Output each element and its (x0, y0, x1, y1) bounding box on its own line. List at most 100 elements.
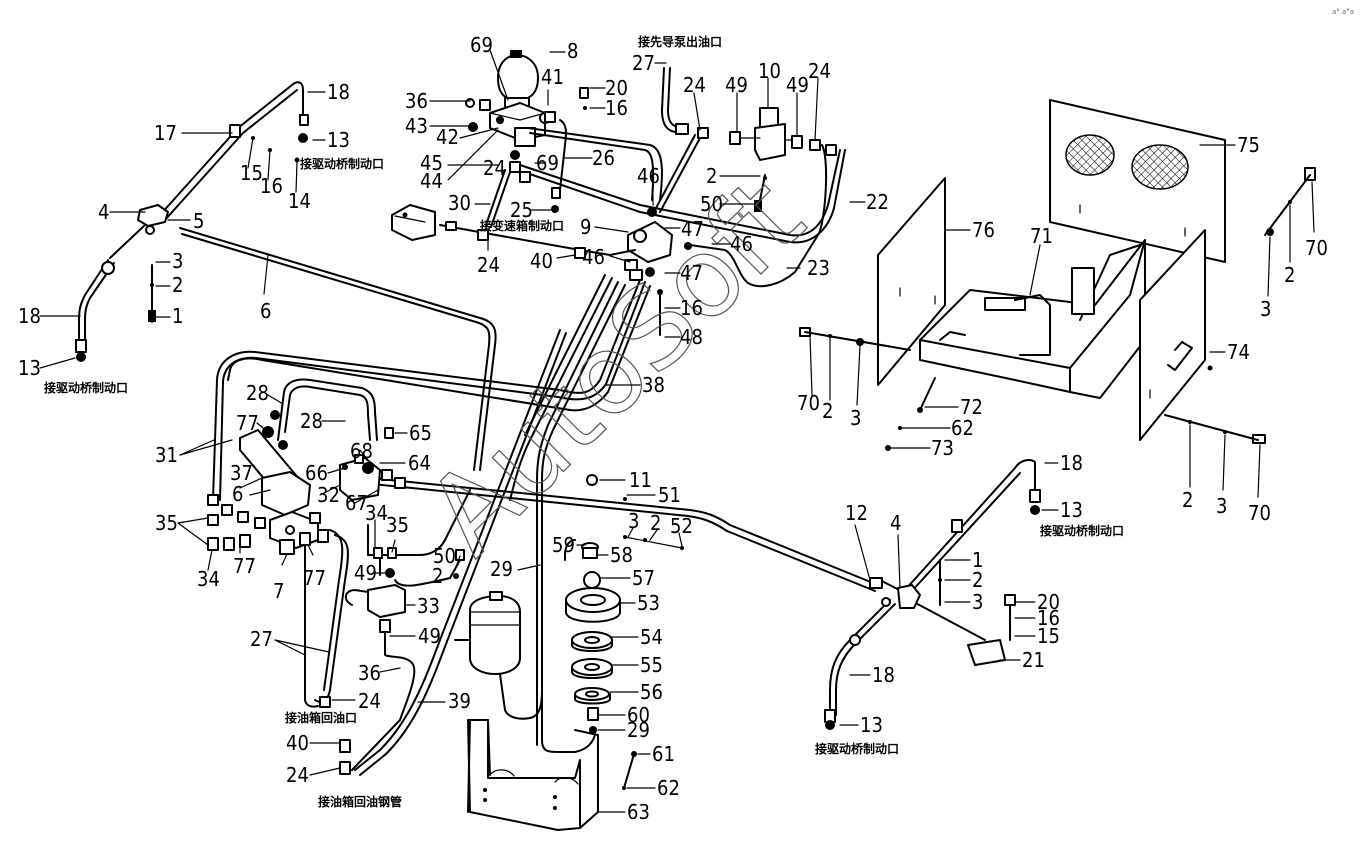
annotation-drive-axle-brake-bottom: 接驱动桥制动口 (815, 741, 899, 756)
part-label: 6 (260, 299, 271, 323)
part-label: 59 (552, 533, 575, 557)
annotation-pilot-pump-outlet: 接先导泵出油口 (638, 34, 722, 49)
part-label: 26 (592, 146, 615, 170)
part-label: 13 (327, 128, 350, 152)
part-label: 6 (232, 482, 243, 506)
part-label: 2 (972, 568, 983, 592)
part-label: 44 (420, 169, 443, 193)
part-label: 1 (972, 548, 983, 572)
part-label: 2 (1182, 488, 1193, 512)
part-label: 49 (354, 561, 377, 585)
part-label: 58 (610, 543, 633, 567)
part-label: 27 (632, 51, 655, 75)
part-label: 64 (408, 451, 431, 475)
part-25 (551, 205, 559, 213)
part-label: 9 (580, 215, 591, 239)
part-label: 16 (1037, 606, 1060, 630)
part-label: 68 (350, 439, 373, 463)
part-label: 2 (1284, 263, 1295, 287)
accumulator-8 (497, 50, 539, 109)
part-label: 8 (567, 39, 578, 63)
part-label: 69 (536, 151, 559, 175)
part-label: 54 (640, 625, 663, 649)
part-label: 51 (658, 483, 681, 507)
part-label: 37 (230, 461, 253, 485)
part-label: 2 (822, 399, 833, 423)
solenoid-valve (391, 204, 436, 241)
part-label: 69 (470, 33, 493, 57)
pipe-network (78, 67, 1036, 776)
part-label: 50 (700, 192, 723, 216)
part-label: 60 (627, 703, 650, 727)
part-label: 3 (850, 406, 861, 430)
part-label: 65 (409, 421, 432, 445)
part-label: 57 (632, 566, 655, 590)
part-label: 3 (1216, 494, 1227, 518)
side-panel-76 (877, 177, 946, 386)
part-label: 10 (758, 59, 781, 83)
accumulator-tank (454, 591, 521, 675)
part-label: 45 (420, 151, 443, 175)
part-label: 2 (432, 564, 443, 588)
part-label: 40 (286, 731, 309, 755)
filter-stack (565, 542, 621, 705)
fittings (75, 87, 1316, 790)
part-label: 11 (629, 468, 652, 492)
annotation-drive-axle-brake-top: 接驱动桥制动口 (300, 156, 384, 171)
part-label: 46 (637, 164, 660, 188)
annotation-tank-return: 接油箱回油口 (285, 710, 357, 725)
part-label: 77 (303, 566, 326, 590)
part-label: 35 (386, 513, 409, 537)
part-label: 3 (972, 590, 983, 614)
part-label: 75 (1237, 133, 1260, 157)
part-label: 24 (483, 156, 506, 180)
part-label: 30 (448, 191, 471, 215)
part-label: 50 (433, 544, 456, 568)
part-label: 49 (418, 624, 441, 648)
valve-block-41-42 (489, 102, 551, 147)
part-label: 22 (866, 190, 889, 214)
part-label: 77 (236, 411, 259, 435)
part-label: 1 (172, 304, 183, 328)
part-label: 5 (193, 209, 204, 233)
part-label: 28 (246, 381, 269, 405)
part-label: 13 (860, 713, 883, 737)
part-label: 18 (18, 304, 41, 328)
part-label: 66 (305, 461, 328, 485)
part-label: 62 (951, 416, 974, 440)
part-label: 13 (18, 356, 41, 380)
part-label: 77 (233, 554, 256, 578)
part-label: 15 (240, 161, 263, 185)
part-label: 38 (642, 373, 665, 397)
annotation-gearbox-brake: 接变速箱制动口 (480, 218, 564, 233)
part-label: 3 (1260, 297, 1271, 321)
watermark-text: AutoSoft (403, 154, 828, 579)
part-label: 14 (288, 189, 311, 213)
part-label: 43 (405, 114, 428, 138)
part-label: 63 (627, 800, 650, 824)
part-label: 34 (197, 567, 220, 591)
brake-valve-10 (754, 107, 786, 161)
part-label: 48 (680, 325, 703, 349)
part-label: 24 (808, 59, 831, 83)
part-label: 24 (358, 689, 381, 713)
part-label: 67 (345, 491, 368, 515)
part-label: 52 (670, 514, 693, 538)
part-label: 20 (1037, 590, 1060, 614)
part-label: 28 (300, 409, 323, 433)
annotation-drive-axle-brake-left: 接驱动桥制动口 (44, 380, 128, 395)
part-label: 70 (797, 391, 820, 415)
leader-lines (39, 49, 1315, 813)
part-label: 2 (650, 511, 661, 535)
part-label: 16 (605, 96, 628, 120)
part-69 (510, 150, 520, 160)
part-label: 7 (273, 579, 284, 603)
part-label: 29 (490, 557, 513, 581)
part-label: 2 (706, 164, 717, 188)
part-label: 49 (725, 73, 748, 97)
part-label: 56 (640, 680, 663, 704)
part-label: 34 (365, 501, 388, 525)
part-label: 24 (683, 73, 706, 97)
part-label: 18 (1060, 451, 1083, 475)
part-label: 27 (250, 627, 273, 651)
